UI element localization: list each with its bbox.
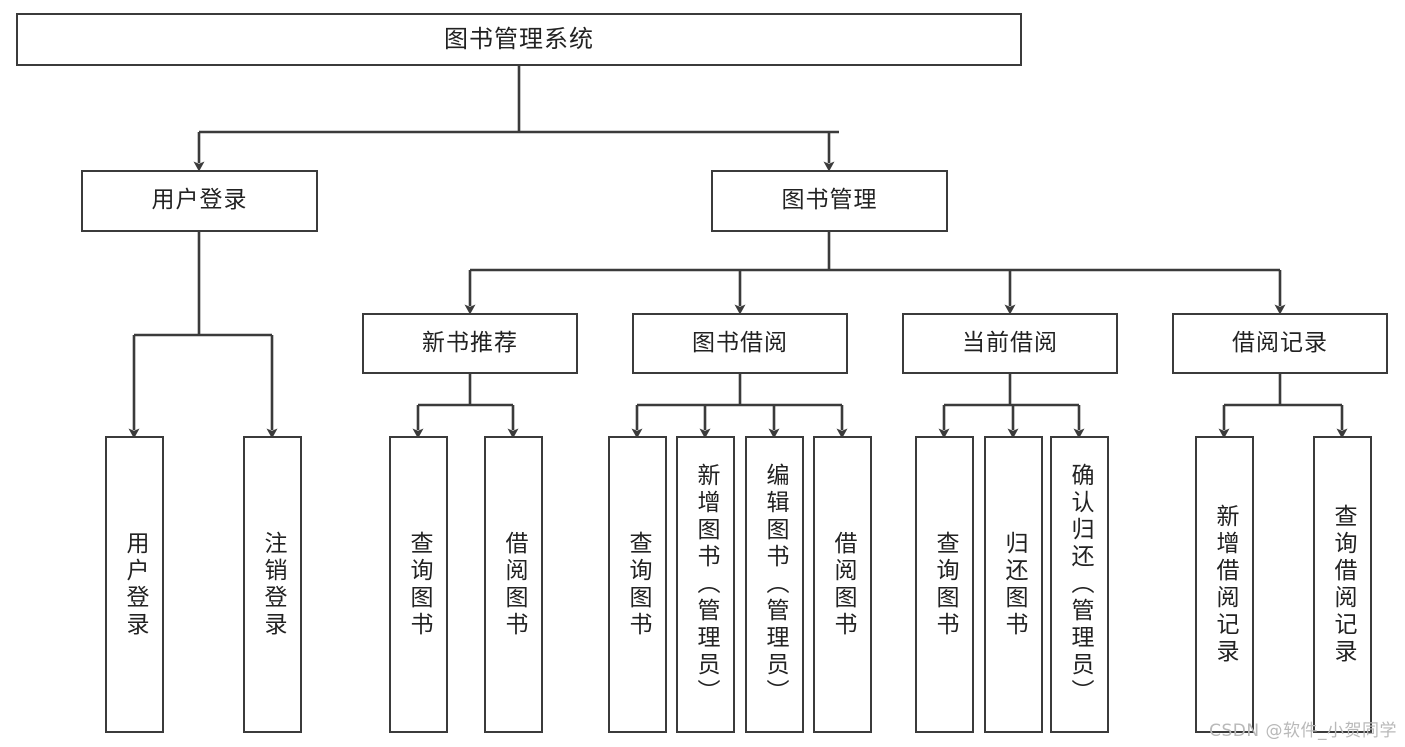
node-leaf-query-book-cur[interactable]: 查询图书	[915, 436, 974, 733]
node-borrow-record-label: 借阅记录	[1232, 329, 1328, 356]
node-user-login[interactable]: 用户登录	[81, 170, 318, 232]
node-leaf-user-login[interactable]: 用户登录	[105, 436, 164, 733]
node-leaf-user-login-label: 用户登录	[122, 530, 148, 639]
node-leaf-add-record[interactable]: 新增借阅记录	[1195, 436, 1254, 733]
node-leaf-query-book-rec[interactable]: 查询图书	[389, 436, 448, 733]
node-borrow-record[interactable]: 借阅记录	[1172, 313, 1388, 374]
node-leaf-confirm-return[interactable]: 确认归还（管理员）	[1050, 436, 1109, 733]
node-leaf-logout[interactable]: 注销登录	[243, 436, 302, 733]
node-new-book-rec-label: 新书推荐	[422, 329, 518, 356]
node-current-borrow[interactable]: 当前借阅	[902, 313, 1118, 374]
node-leaf-query-record[interactable]: 查询借阅记录	[1313, 436, 1372, 733]
node-leaf-borrow-book-label: 借阅图书	[830, 530, 856, 639]
node-leaf-borrow-book-rec[interactable]: 借阅图书	[484, 436, 543, 733]
node-leaf-query-record-label: 查询借阅记录	[1330, 503, 1356, 666]
node-leaf-query-book-rec-label: 查询图书	[406, 530, 432, 639]
node-leaf-query-book-borrow-label: 查询图书	[625, 530, 651, 639]
node-leaf-add-book[interactable]: 新增图书（管理员）	[676, 436, 735, 733]
node-leaf-query-book-cur-label: 查询图书	[932, 530, 958, 639]
node-book-borrow-label: 图书借阅	[692, 329, 788, 356]
node-new-book-rec[interactable]: 新书推荐	[362, 313, 578, 374]
node-leaf-return-book-label: 归还图书	[1001, 530, 1027, 639]
node-book-manage-label: 图书管理	[781, 187, 878, 214]
node-leaf-query-book-borrow[interactable]: 查询图书	[608, 436, 667, 733]
node-leaf-edit-book[interactable]: 编辑图书（管理员）	[745, 436, 804, 733]
node-user-login-label: 用户登录	[151, 187, 248, 214]
csdn-watermark: CSDN @软件_小贺同学	[1209, 721, 1397, 741]
node-root[interactable]: 图书管理系统	[16, 13, 1022, 66]
node-current-borrow-label: 当前借阅	[962, 329, 1058, 356]
node-root-label: 图书管理系统	[444, 25, 594, 54]
node-leaf-logout-label: 注销登录	[260, 530, 286, 639]
node-leaf-add-book-label: 新增图书（管理员）	[693, 463, 719, 706]
node-leaf-return-book[interactable]: 归还图书	[984, 436, 1043, 733]
node-leaf-edit-book-label: 编辑图书（管理员）	[762, 463, 788, 706]
node-leaf-add-record-label: 新增借阅记录	[1212, 503, 1238, 666]
node-book-borrow[interactable]: 图书借阅	[632, 313, 848, 374]
node-leaf-borrow-book-rec-label: 借阅图书	[501, 530, 527, 639]
node-leaf-confirm-return-label: 确认归还（管理员）	[1067, 463, 1093, 706]
node-book-manage[interactable]: 图书管理	[711, 170, 948, 232]
node-leaf-borrow-book[interactable]: 借阅图书	[813, 436, 872, 733]
